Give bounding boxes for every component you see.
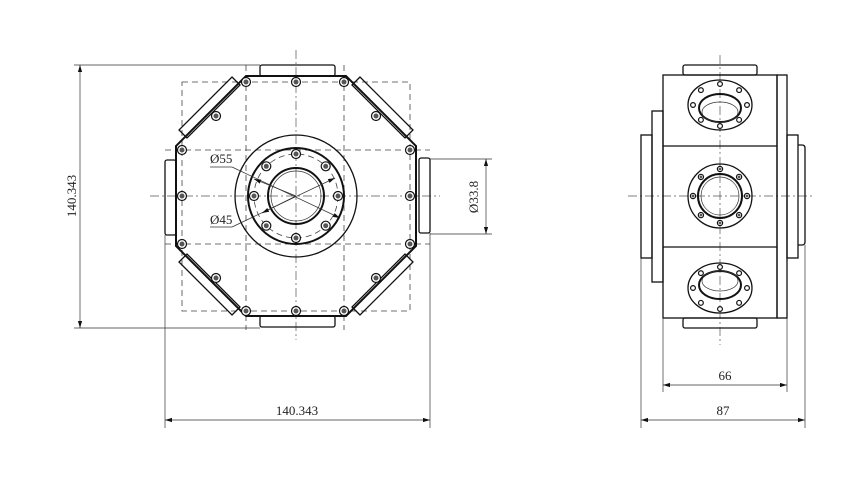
- left-port-plate: [164, 159, 177, 236]
- bolt-core: [407, 147, 413, 153]
- bolt-core: [718, 221, 722, 225]
- bolt-hole: [736, 87, 743, 94]
- bolt-hole: [689, 101, 696, 108]
- side-view: 66 87: [628, 55, 812, 428]
- diagonal-plate: [178, 76, 241, 139]
- bolt-core: [179, 147, 185, 153]
- bolt-holes: [176, 76, 416, 317]
- diameter-55-label: Ø55: [210, 151, 232, 166]
- port-diameter-label: Ø33.8: [466, 181, 481, 213]
- bolt-core: [251, 193, 257, 199]
- overall-width-label: 87: [717, 403, 731, 418]
- bolt-hole: [716, 306, 723, 313]
- diagonal-plate: [178, 253, 241, 316]
- bolt-core: [745, 194, 749, 198]
- bolt-core: [341, 308, 347, 314]
- bolt-core: [213, 275, 219, 281]
- width-dimension-label: 140.343: [276, 403, 318, 418]
- bolt-core: [699, 175, 703, 179]
- bolt-core: [373, 113, 379, 119]
- bolt-hole: [743, 101, 750, 108]
- right-port-plate: [418, 157, 431, 234]
- bolt-hole: [689, 285, 696, 292]
- bolt-hole: [736, 270, 743, 277]
- bolt-core: [699, 213, 703, 217]
- bolt-core: [293, 235, 299, 241]
- bolt-hole: [697, 87, 704, 94]
- diagonal-plate: [351, 253, 414, 316]
- bolt-core: [179, 193, 185, 199]
- height-dimension-label: 140.343: [64, 175, 79, 217]
- diameter-45-label: Ø45: [210, 212, 232, 227]
- bolt-core: [323, 163, 329, 169]
- flange-ring: [247, 147, 345, 245]
- bottom-port-plate: [259, 315, 336, 328]
- bolt-core: [263, 223, 269, 229]
- bolt-core: [293, 308, 299, 314]
- front-view: Ø55 Ø45 Ø33.8 140.343 140.343: [64, 50, 492, 428]
- bolt-core: [335, 193, 341, 199]
- bolt-core: [407, 193, 413, 199]
- top-port-plate: [259, 64, 336, 77]
- bolt-core: [323, 223, 329, 229]
- bolt-hole: [716, 264, 723, 271]
- bolt-hole: [736, 299, 743, 306]
- bolt-core: [243, 79, 249, 85]
- body-width-label: 66: [719, 368, 733, 383]
- bolt-hole: [743, 285, 750, 292]
- diagonal-plate: [351, 76, 414, 139]
- bolt-core: [341, 79, 347, 85]
- bolt-hole: [697, 299, 704, 306]
- flange-outer: [234, 134, 358, 258]
- bolt-hole: [736, 116, 743, 123]
- bolt-core: [373, 275, 379, 281]
- center-bore: [267, 167, 325, 225]
- bolt-core: [243, 308, 249, 314]
- bolt-core: [293, 79, 299, 85]
- bolt-hole: [697, 116, 704, 123]
- bolt-core: [213, 113, 219, 119]
- bolt-core: [263, 163, 269, 169]
- bolt-core: [293, 151, 299, 157]
- bolt-core: [718, 167, 722, 171]
- bolt-core: [407, 241, 413, 247]
- bolt-hole: [716, 80, 723, 87]
- bolt-core: [691, 194, 695, 198]
- bolt-core: [737, 213, 741, 217]
- octagon-body: [175, 75, 417, 317]
- bolt-core: [737, 175, 741, 179]
- bolt-hole: [716, 122, 723, 129]
- bolt-hole: [697, 270, 704, 277]
- bolt-core: [179, 241, 185, 247]
